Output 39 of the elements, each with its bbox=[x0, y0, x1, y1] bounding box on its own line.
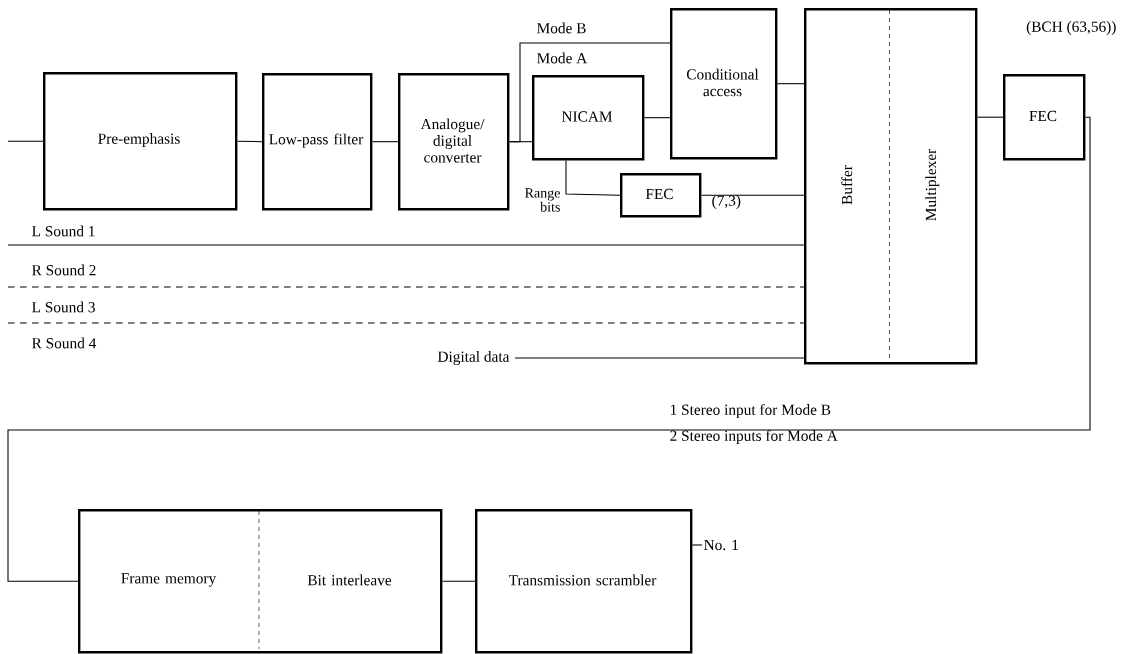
connector-line bbox=[691, 544, 703, 546]
edge-label: Digital data bbox=[436, 349, 511, 367]
connector-line bbox=[7, 322, 805, 324]
connector-line bbox=[643, 117, 671, 119]
edge-label: Range bits bbox=[519, 187, 562, 213]
connector-line bbox=[976, 116, 1004, 118]
connector-line bbox=[776, 83, 805, 85]
block-box: Analogue/ digital converter bbox=[398, 73, 510, 211]
block-box: FEC bbox=[620, 173, 702, 218]
connector-line bbox=[371, 141, 399, 143]
block-box: Buffer Multiplexer bbox=[804, 8, 978, 365]
text-label: R Sound 4 bbox=[32, 337, 97, 349]
text-label: 2 Stereo inputs for Mode A bbox=[670, 429, 838, 445]
connector-line bbox=[514, 357, 805, 359]
block-box: Frame memory Bit interleave bbox=[78, 509, 443, 654]
connector-line bbox=[236, 140, 263, 143]
edge-label: Mode B bbox=[535, 21, 588, 35]
code-label: (BCH (63,56)) bbox=[1026, 21, 1116, 35]
block-box: Pre-emphasis bbox=[43, 72, 238, 211]
block-box: Conditional access bbox=[670, 8, 778, 160]
connector-line bbox=[700, 194, 805, 196]
connector-line bbox=[441, 580, 476, 582]
edge-label: No. 1 bbox=[702, 538, 741, 552]
connector-line bbox=[7, 140, 44, 142]
text-label: 1 Stereo input for Mode B bbox=[670, 403, 831, 419]
connector-line bbox=[508, 42, 671, 143]
connector-line bbox=[7, 286, 805, 288]
edge-label: L Sound 3 bbox=[30, 300, 97, 314]
edge-label: L Sound 1 bbox=[30, 224, 97, 238]
connector-line bbox=[7, 244, 805, 246]
block-box: FEC bbox=[1003, 74, 1086, 161]
block-box: Transmission scrambler bbox=[475, 509, 693, 654]
edge-label: R Sound 2 bbox=[30, 263, 98, 277]
block-box: Low-pass filter bbox=[262, 73, 373, 211]
code-label: (7,3) bbox=[712, 195, 741, 209]
text-label: Mode A bbox=[537, 52, 588, 64]
connector-line bbox=[565, 159, 621, 196]
connector-line bbox=[7, 116, 1091, 582]
block-box: NICAM bbox=[532, 75, 645, 161]
